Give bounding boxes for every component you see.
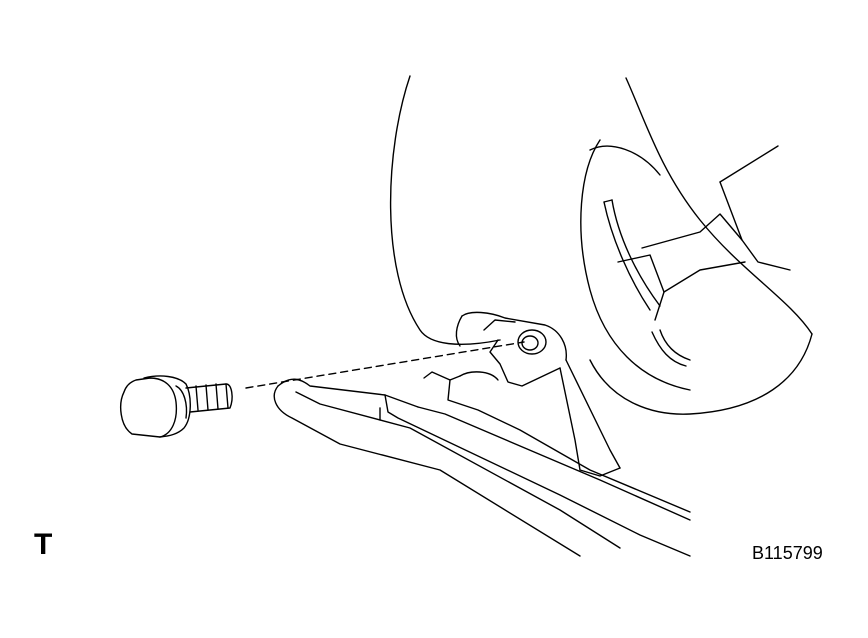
torque-mark: T xyxy=(34,528,53,561)
seat-back xyxy=(389,75,813,415)
figure-id: B115799 xyxy=(752,543,823,563)
recliner-bracket xyxy=(455,311,621,477)
bolt xyxy=(120,375,233,438)
alignment-line xyxy=(245,341,525,389)
seat-track-rails xyxy=(273,371,691,557)
seat-back-frame xyxy=(603,145,791,367)
